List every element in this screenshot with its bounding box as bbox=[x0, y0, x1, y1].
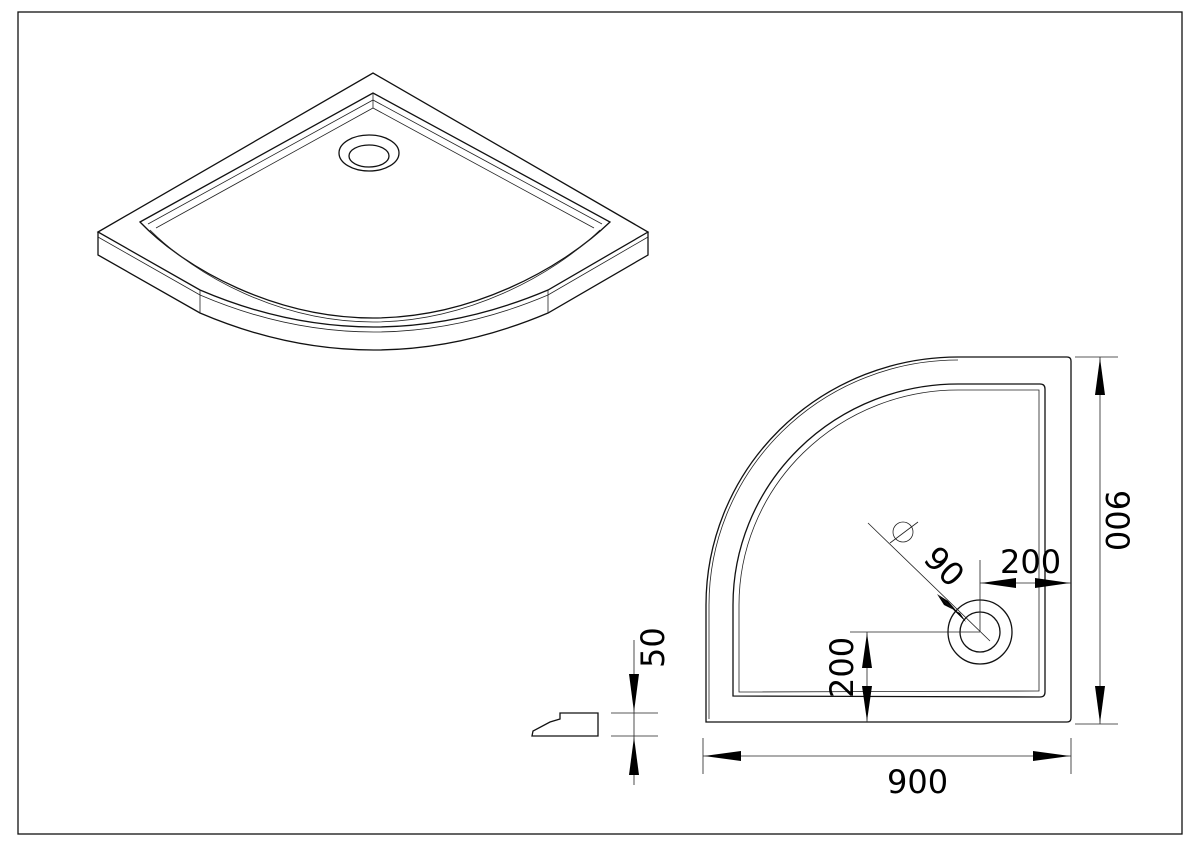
dim-drain-offset-y: 200 bbox=[823, 637, 861, 698]
dim-overall-width: 900 bbox=[887, 763, 948, 801]
side-profile: 50 bbox=[531, 627, 672, 785]
dim-drain-diameter: 90 bbox=[916, 539, 972, 595]
plan-view: 90 200 200 900 900 bbox=[702, 356, 1136, 801]
drain-inner bbox=[348, 144, 390, 168]
dim-drain-offset-x: 200 bbox=[1000, 543, 1061, 581]
isometric-view bbox=[96, 72, 650, 351]
diameter-symbol-icon bbox=[892, 521, 914, 543]
dim-overall-depth: 900 bbox=[1098, 490, 1136, 551]
drain-outer bbox=[338, 134, 400, 172]
drawing-frame bbox=[17, 11, 1183, 835]
dim-tray-height: 50 bbox=[634, 627, 672, 668]
